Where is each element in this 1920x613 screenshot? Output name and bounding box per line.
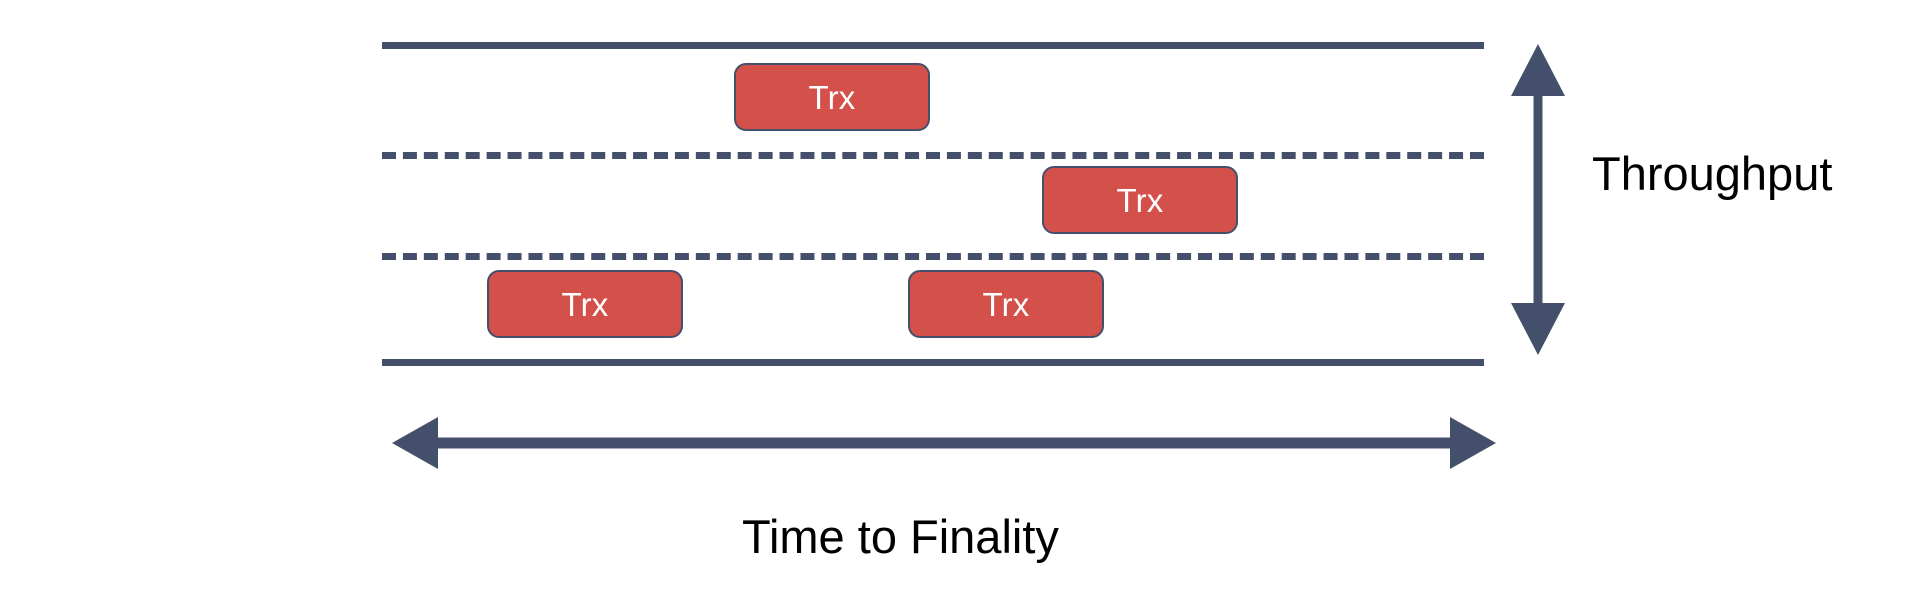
throughput-axis-arrow: [1511, 44, 1565, 355]
transaction-box-label: Trx: [982, 285, 1030, 323]
lane-line-dashed-lower: [382, 253, 1484, 260]
time-to-finality-axis-label: Time to Finality: [742, 510, 1059, 563]
lane-line-bottom-solid: [382, 359, 1484, 366]
transaction-box-label: Trx: [1116, 181, 1164, 219]
transaction-box-label: Trx: [561, 285, 609, 323]
throughput-axis-label: Throughput: [1592, 147, 1833, 200]
transaction-box-label: Trx: [808, 78, 856, 116]
time-to-finality-axis-arrow: [392, 417, 1496, 469]
transaction-box[interactable]: Trx: [1042, 166, 1238, 234]
lane-line-top-solid: [382, 42, 1484, 49]
lane-line-dashed-upper: [382, 152, 1484, 159]
transaction-box[interactable]: Trx: [908, 270, 1104, 338]
transaction-box[interactable]: Trx: [487, 270, 683, 338]
transaction-box[interactable]: Trx: [734, 63, 930, 131]
